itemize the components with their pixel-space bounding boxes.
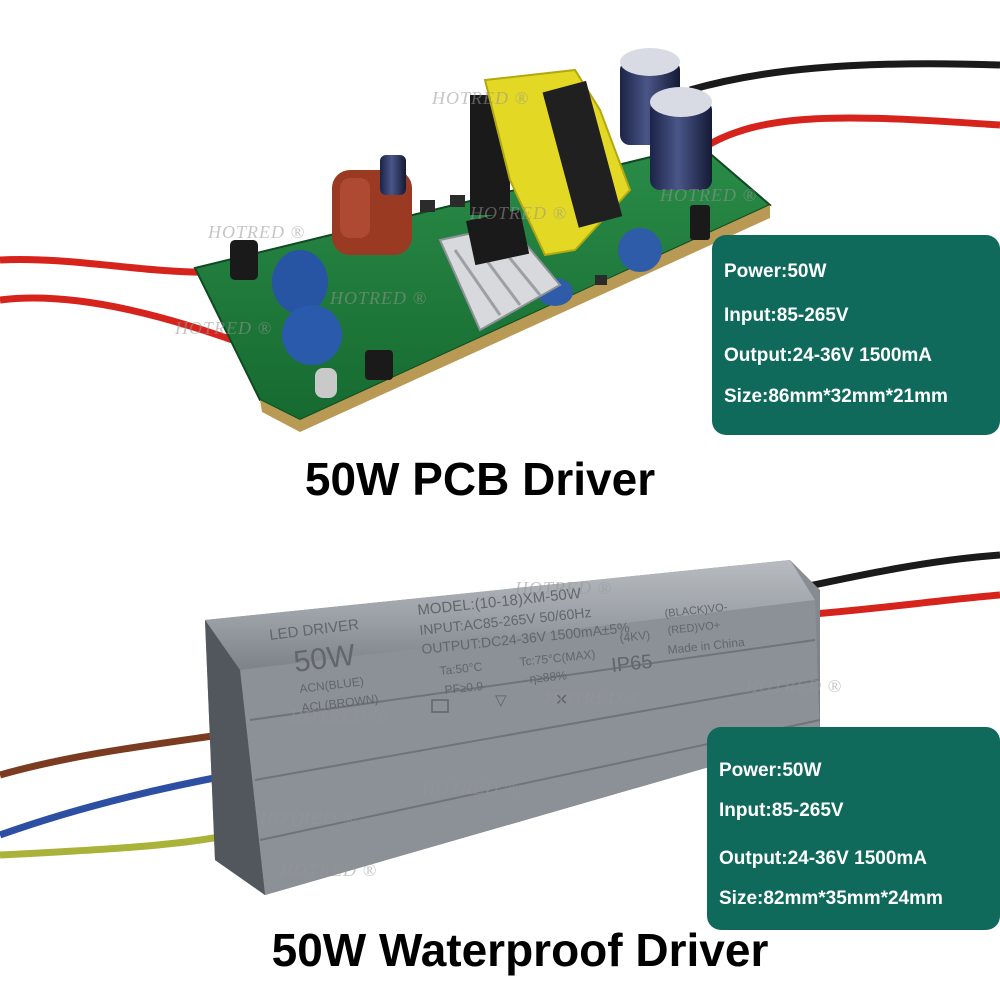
spec-box-waterproof: Power:50W Input:85-265V Output:24-36V 15…	[707, 727, 1000, 930]
spec-box-pcb: Power:50W Input:85-265V Output:24-36V 15…	[712, 235, 1000, 435]
watermark: HOTRED ®	[432, 88, 530, 108]
spec-input: Input:85-265V	[719, 800, 844, 821]
watermark: HOTRED ®	[545, 688, 643, 708]
red-wire-out	[799, 591, 1000, 619]
transistor	[365, 350, 393, 380]
watermark: HOTRED ®	[290, 706, 388, 726]
watermark: HOTRED ®	[260, 808, 358, 828]
spec-output: Output:24-36V 1500mA	[719, 848, 928, 869]
small-capacitor	[380, 155, 406, 195]
watermark: HOTRED ®	[745, 676, 843, 696]
electrolytic-capacitor-2	[650, 87, 712, 190]
label-ta: Ta:50°C	[439, 660, 483, 678]
watermark: HOTRED ®	[208, 222, 306, 242]
heatsink	[438, 209, 562, 332]
diode	[690, 205, 710, 240]
class-ii-symbol	[431, 699, 449, 713]
y-capacitor-1	[272, 250, 328, 314]
housing-front	[240, 600, 820, 895]
black-wire-out	[789, 551, 1000, 594]
y-capacitor-2	[282, 305, 342, 365]
bin-symbol-icon: ✕	[555, 692, 568, 709]
caption-pcb-driver: 50W PCB Driver	[304, 453, 656, 505]
label-kv: (4KV)	[619, 628, 651, 645]
bridge-rectifier	[230, 240, 258, 280]
spec-power: Power:50W	[724, 261, 827, 282]
pcb-driver	[0, 48, 1000, 432]
label-ip: IP65	[610, 651, 653, 677]
spec-input: Input:85-265V	[724, 305, 849, 326]
label-eff: η≥88%	[529, 668, 568, 686]
housing-top	[205, 560, 815, 670]
spec-size: Size:82mm*35mm*24mm	[719, 888, 943, 909]
spec-output: Output:24-36V 1500mA	[724, 345, 933, 366]
caption-waterproof-driver: 50W Waterproof Driver	[271, 924, 769, 976]
waterproof-driver: LED DRIVER 50W MODEL:(10-18)XM-50W INPUT…	[0, 551, 1000, 895]
watermark: HOTRED ®	[515, 578, 613, 598]
watermark: HOTRED ®	[175, 318, 273, 338]
label-pf: PF≥0.9	[444, 679, 484, 697]
y-capacitor-3	[618, 228, 662, 272]
watermark: HOTRED ®	[280, 860, 378, 880]
label-watt: 50W	[292, 639, 358, 679]
spec-size: Size:86mm*32mm*21mm	[724, 386, 948, 407]
watermark: HOTRED ®	[422, 778, 520, 798]
watermark: HOTRED ®	[660, 185, 758, 205]
black-wire	[689, 60, 1000, 94]
blue-wire	[0, 771, 231, 839]
f-mark-icon: ▽	[495, 692, 507, 709]
spec-power: Power:50W	[719, 760, 822, 781]
resistor	[315, 368, 337, 398]
end-cap	[205, 620, 265, 895]
red-wire-right	[698, 114, 1000, 153]
ground-wire	[0, 826, 252, 859]
watermark: HOTRED ®	[330, 288, 428, 308]
brown-wire	[0, 731, 221, 779]
watermark: HOTRED ®	[470, 203, 568, 223]
label-vpos: (RED)VO+	[667, 620, 721, 637]
